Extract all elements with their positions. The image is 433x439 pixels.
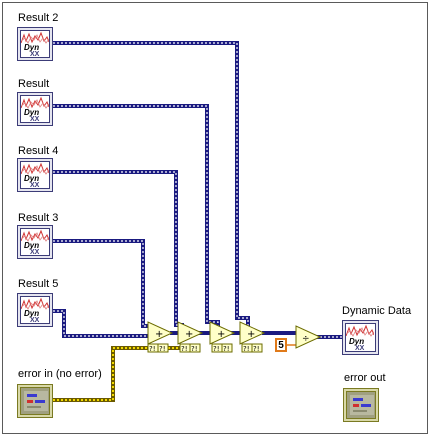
wire-result2[interactable] [53, 41, 250, 329]
dynamic-data-terminal[interactable]: Dyn XX [342, 320, 379, 355]
label-result2: Result 2 [18, 12, 59, 24]
svg-text:?!: ?! [253, 345, 260, 353]
svg-text:?!: ?! [213, 345, 220, 353]
add-node-3[interactable]: + [209, 321, 236, 345]
wire-result4[interactable] [53, 170, 184, 329]
waveform-icon [346, 324, 374, 337]
svg-text:+: + [185, 329, 193, 340]
waveform-icon [21, 297, 49, 310]
result-terminal[interactable]: Dyn XX [17, 92, 53, 126]
result3-terminal[interactable]: Dyn XX [17, 225, 53, 259]
svg-text:?!: ?! [243, 345, 250, 353]
block-diagram-frame [2, 2, 428, 434]
wire-result5[interactable] [53, 309, 152, 338]
label-result: Result [18, 78, 50, 90]
result2-terminal[interactable]: Dyn XX [17, 27, 53, 61]
error-cluster-icon [350, 395, 374, 415]
label-error-out: error out [344, 372, 386, 384]
result5-terminal[interactable]: Dyn XX [17, 293, 53, 327]
svg-text:?!: ?! [181, 345, 188, 353]
label-result4: Result 4 [18, 145, 59, 157]
wire-error-cluster[interactable] [53, 346, 180, 402]
error-terminals: ?! ?! ?! ?! ?! ?! ?! ?! [147, 343, 263, 353]
waveform-icon [21, 162, 49, 175]
label-dynamic-data: Dynamic Data [342, 305, 412, 317]
add-node-2[interactable]: + [177, 321, 204, 345]
svg-text:?!: ?! [223, 345, 230, 353]
svg-text:+: + [217, 329, 225, 340]
error-cluster-icon [24, 391, 48, 411]
svg-text:+: + [155, 329, 163, 340]
label-error-in: error in (no error) [18, 368, 102, 380]
add-node-4[interactable]: + [239, 321, 266, 345]
waveform-icon [21, 31, 49, 44]
svg-text:?!: ?! [149, 345, 156, 353]
wire-result3[interactable] [53, 239, 152, 328]
error-out-terminal[interactable] [343, 388, 379, 422]
label-result5: Result 5 [18, 278, 59, 290]
svg-text:÷: ÷ [302, 334, 310, 344]
add-node-1[interactable]: + [147, 321, 174, 345]
svg-text:?!: ?! [191, 345, 198, 353]
result4-terminal[interactable]: Dyn XX [17, 158, 53, 192]
wire-result[interactable] [53, 104, 220, 329]
waveform-icon [21, 229, 49, 242]
divide-node[interactable]: ÷ [295, 325, 322, 349]
waveform-icon [21, 96, 49, 109]
svg-text:?!: ?! [159, 345, 166, 353]
label-result3: Result 3 [18, 212, 59, 224]
error-in-terminal[interactable] [17, 384, 53, 418]
svg-text:+: + [247, 329, 255, 340]
divisor-constant[interactable]: 5 [275, 338, 287, 352]
